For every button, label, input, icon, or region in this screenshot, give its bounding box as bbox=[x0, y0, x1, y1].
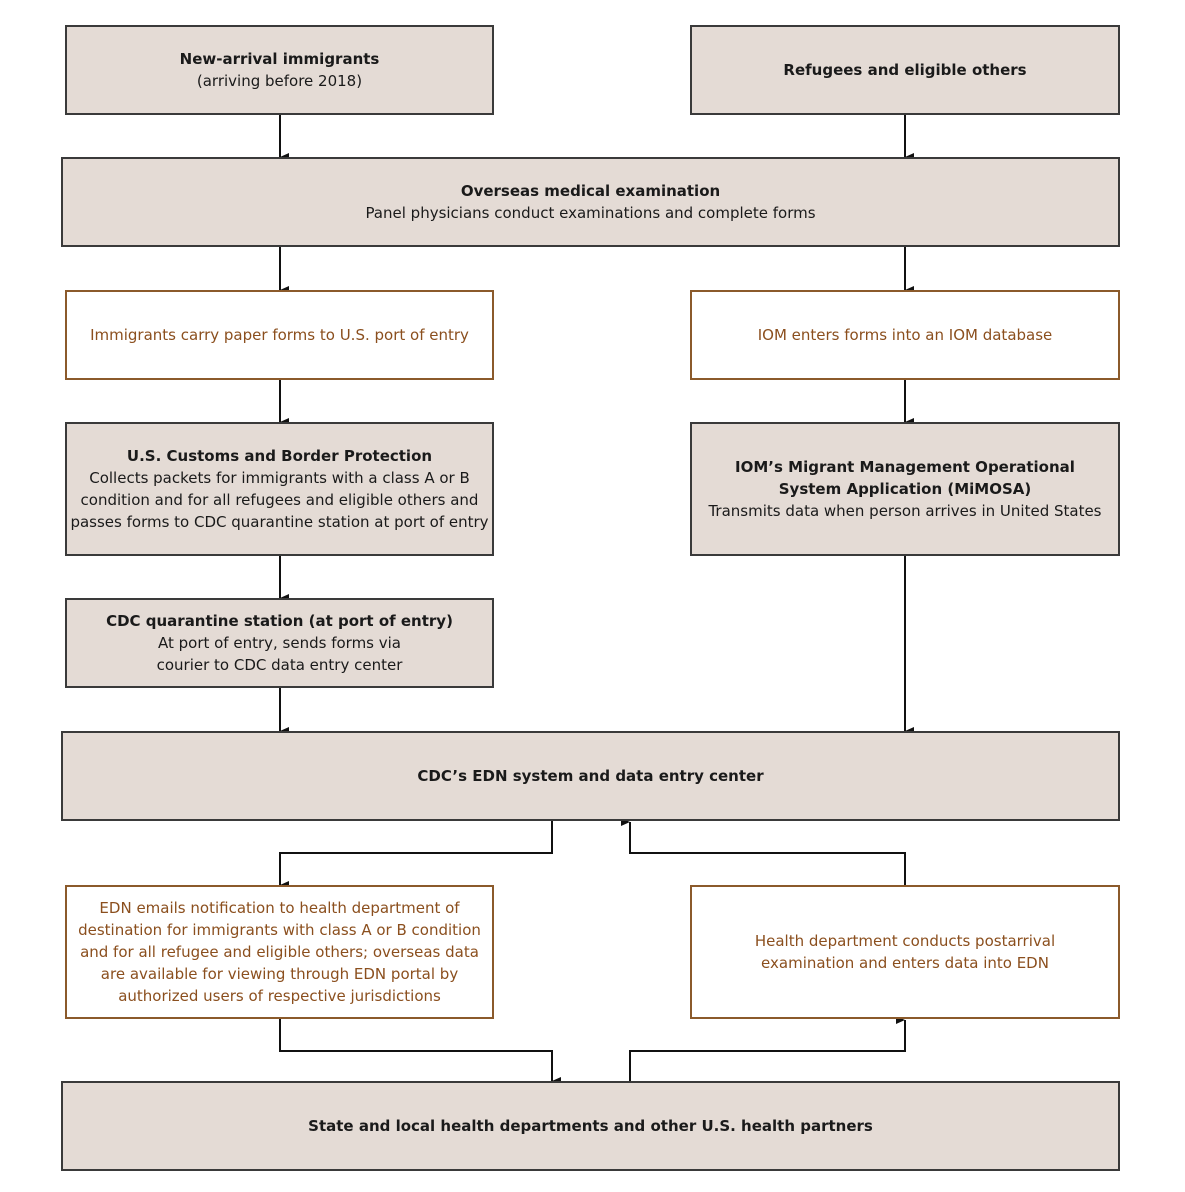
node-text: authorized users of respective jurisdict… bbox=[118, 987, 441, 1005]
node-title: System Application (MiMOSA) bbox=[778, 480, 1032, 498]
node-title: Overseas medical examination bbox=[460, 182, 721, 200]
node-title: CDC’s EDN system and data entry center bbox=[417, 767, 764, 785]
arrow-postarrival-to-edn bbox=[621, 818, 906, 885]
node-mimosa: IOM’s Migrant Management Operational Sys… bbox=[690, 422, 1120, 556]
node-title: U.S. Customs and Border Protection bbox=[126, 447, 433, 465]
node-text: condition and for all refugees and eligi… bbox=[80, 491, 479, 509]
node-text: courier to CDC data entry center bbox=[156, 656, 403, 674]
node-refugees: Refugees and eligible others bbox=[690, 25, 1120, 115]
node-customs-border-protection: U.S. Customs and Border Protection Colle… bbox=[65, 422, 494, 556]
node-text: are available for viewing through EDN po… bbox=[100, 965, 459, 983]
node-overseas-exam: Overseas medical examination Panel physi… bbox=[61, 157, 1120, 247]
node-text: Health department conducts postarrival bbox=[754, 932, 1056, 950]
node-text: passes forms to CDC quarantine station a… bbox=[70, 513, 489, 531]
arrow-state-to-postarrival bbox=[629, 1016, 906, 1081]
node-state-local-health: State and local health departments and o… bbox=[61, 1081, 1120, 1171]
node-text: Immigrants carry paper forms to U.S. por… bbox=[90, 326, 469, 344]
node-title: Refugees and eligible others bbox=[783, 61, 1027, 79]
node-text: Panel physicians conduct examinations an… bbox=[365, 204, 816, 222]
node-new-arrival-immigrants: New-arrival immigrants (arriving before … bbox=[65, 25, 494, 115]
node-iom-enters: IOM enters forms into an IOM database bbox=[690, 290, 1120, 380]
node-quarantine-station: CDC quarantine station (at port of entry… bbox=[65, 598, 494, 688]
node-title: IOM’s Migrant Management Operational bbox=[735, 458, 1075, 476]
node-postarrival-exam: Health department conducts postarrival e… bbox=[690, 885, 1120, 1019]
node-text: (arriving before 2018) bbox=[196, 72, 363, 90]
node-title: State and local health departments and o… bbox=[308, 1117, 873, 1135]
node-text: IOM enters forms into an IOM database bbox=[757, 326, 1053, 344]
node-text: examination and enters data into EDN bbox=[761, 954, 1049, 972]
node-title: New-arrival immigrants bbox=[179, 50, 380, 68]
arrow-edn-to-emails bbox=[279, 821, 553, 889]
node-text: and for all refugee and eligible others;… bbox=[80, 943, 479, 961]
node-text: destination for immigrants with class A … bbox=[78, 921, 481, 939]
node-text: EDN emails notification to health depart… bbox=[99, 899, 460, 917]
node-carry-forms: Immigrants carry paper forms to U.S. por… bbox=[65, 290, 494, 380]
node-edn-center: CDC’s EDN system and data entry center bbox=[61, 731, 1120, 821]
arrow-emails-to-state bbox=[279, 1019, 561, 1085]
node-title: CDC quarantine station (at port of entry… bbox=[106, 612, 453, 630]
node-text: Transmits data when person arrives in Un… bbox=[708, 502, 1102, 520]
node-text: At port of entry, sends forms via bbox=[157, 634, 402, 652]
node-text: Collects packets for immigrants with a c… bbox=[89, 469, 470, 487]
node-edn-emails: EDN emails notification to health depart… bbox=[65, 885, 494, 1019]
